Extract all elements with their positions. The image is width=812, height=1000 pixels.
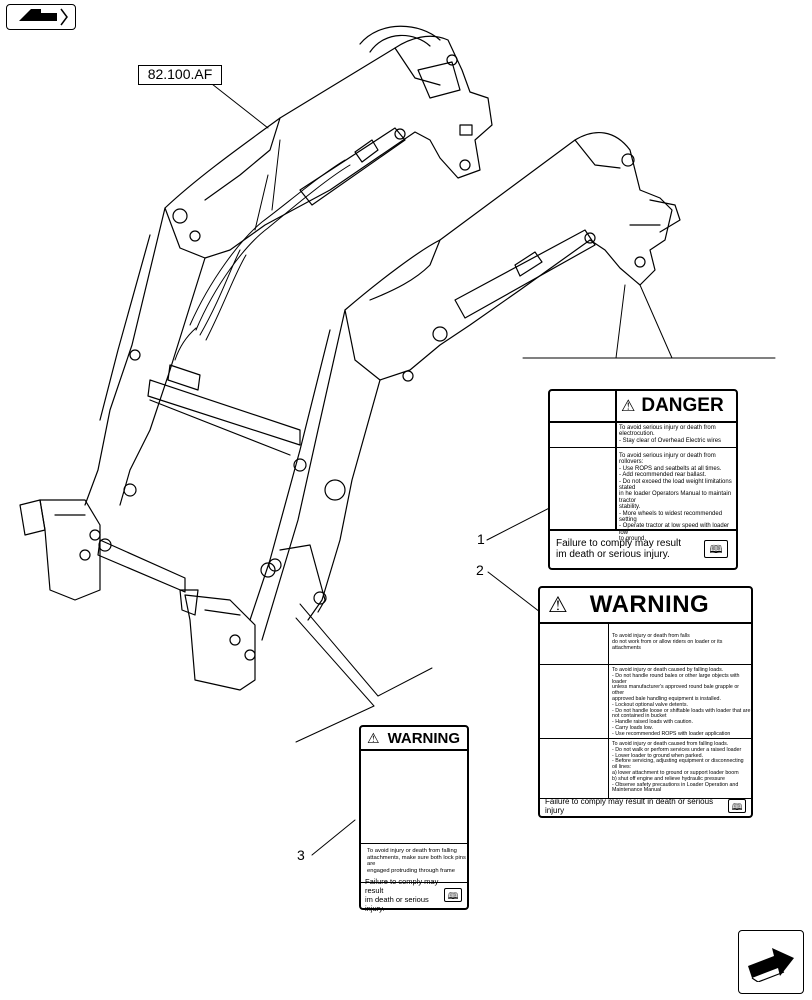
right-mount-bracket	[179, 558, 282, 691]
danger-header: DANGER	[641, 395, 724, 416]
warning2-footer-text: Failure to comply may result in death or…	[545, 797, 714, 815]
right-lift-cylinder	[454, 229, 596, 319]
danger-section1-text: To avoid serious injury or death from el…	[619, 425, 722, 444]
danger-decal: ⚠ DANGER To avoid serious injury or deat…	[548, 389, 738, 570]
manual-book-icon: 🕮	[444, 888, 462, 902]
danger-footer-text: Failure to comply may result im death or…	[556, 538, 682, 560]
back-nav-button[interactable]	[6, 4, 76, 30]
left-lift-cylinder	[299, 127, 406, 206]
warning-decal-2: ⚠ WARNING To avoid injury or death from …	[538, 586, 753, 818]
danger-pictogram-cell	[550, 391, 617, 421]
callout-1: 1	[477, 531, 485, 547]
right-boom-arm	[249, 132, 681, 641]
warning-triangle-icon: ⚠	[621, 398, 636, 415]
warning2-section1-text: To avoid injury or death from falls do n…	[612, 633, 723, 651]
manual-book-icon: 🕮	[704, 540, 728, 558]
leader-lines	[211, 83, 776, 856]
warning2-section3-text: To avoid injury or death caused from fal…	[612, 741, 744, 794]
forward-nav-button[interactable]	[738, 930, 804, 994]
warning2-section2-text: To avoid injury or death caused by falli…	[612, 667, 751, 737]
warning3-header: WARNING	[387, 729, 461, 747]
left-mount-bracket	[19, 483, 137, 601]
danger-section2-text: To avoid serious injury or death from ro…	[619, 453, 732, 543]
warning3-section1-text: To avoid injury or death from falling at…	[367, 848, 466, 874]
back-arrow-icon	[19, 8, 68, 26]
cross-tube	[97, 364, 301, 593]
page-reference[interactable]: 82.100.AF	[138, 65, 222, 85]
warning-triangle-icon: ⚠	[367, 729, 380, 746]
warning-triangle-icon: ⚠	[548, 592, 568, 617]
hydraulic-hoses	[174, 139, 351, 361]
manual-book-icon: 🕮	[728, 799, 746, 813]
callout-2: 2	[476, 562, 484, 578]
callout-3: 3	[297, 847, 305, 863]
warning3-footer-text: Failure to comply may result im death or…	[365, 877, 439, 913]
left-boom-arm	[84, 25, 493, 506]
forward-arrow-icon	[748, 948, 794, 982]
warning2-header: WARNING	[589, 591, 710, 618]
warning-decal-3: ⚠ WARNING To avoid injury or death from …	[359, 725, 469, 913]
